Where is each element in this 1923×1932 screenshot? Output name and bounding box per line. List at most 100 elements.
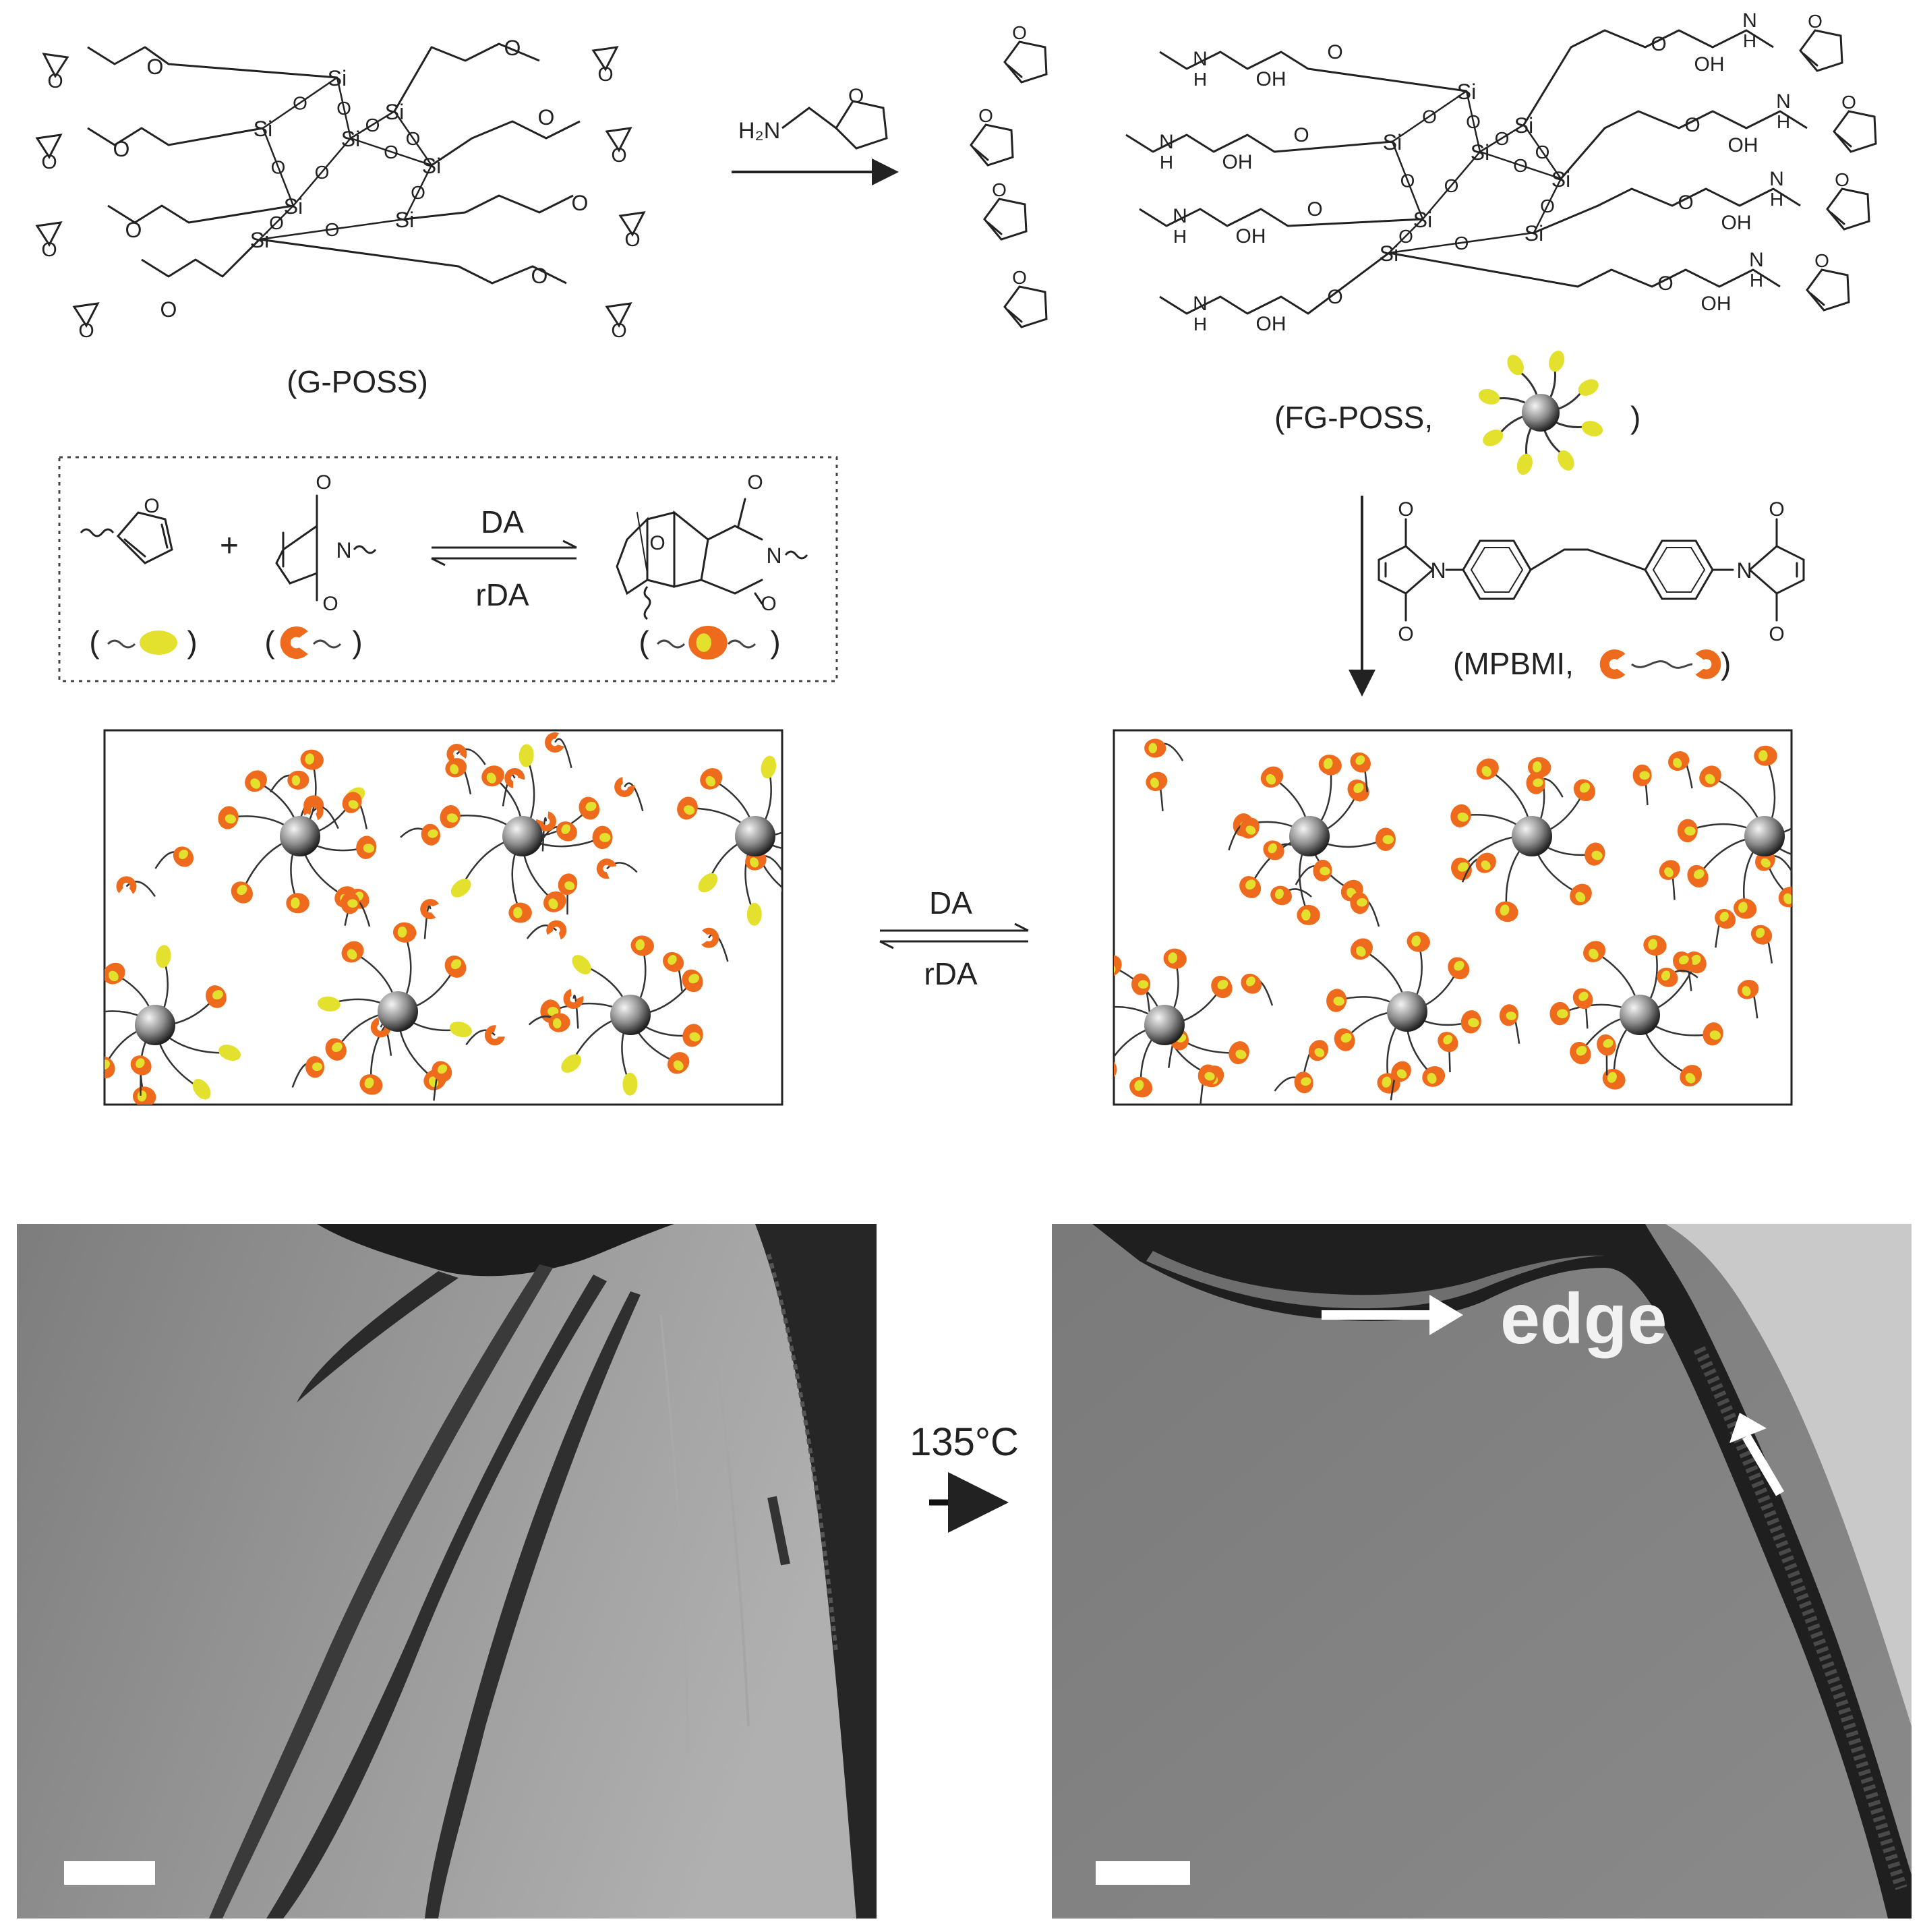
- furan-bead: [156, 945, 171, 968]
- epoxide-ring: O: [605, 127, 632, 167]
- da-adduct: [1673, 951, 1693, 973]
- legend-da-label: DA: [481, 504, 524, 539]
- maleimide-ring: [275, 524, 318, 585]
- furan-bead: [572, 955, 591, 974]
- atom-label: O: [1814, 250, 1829, 271]
- da-adduct: [1318, 755, 1342, 775]
- network-panel-open: [103, 729, 783, 1106]
- da-adduct: [1144, 738, 1166, 758]
- scale-bar-left: [64, 1861, 155, 1885]
- atom-label: O: [78, 320, 94, 342]
- atom-label: O: [1678, 192, 1693, 214]
- mpbmi-label-close: ): [1721, 646, 1731, 681]
- mpbmi-bis-cup-icon: [1599, 649, 1721, 680]
- atom-label: O: [1651, 33, 1666, 55]
- da-adduct: [1260, 766, 1284, 788]
- glycidyl-arm: OO: [431, 105, 632, 167]
- maleimide-cup: [303, 800, 324, 821]
- fg-poss-label-group: (FG-POSS, ): [1274, 350, 1640, 475]
- atom-label: O: [411, 182, 425, 203]
- da-adduct: [1526, 772, 1545, 794]
- furan-bead: [449, 1022, 472, 1038]
- atom-label: N: [1193, 48, 1208, 70]
- da-adduct: [1375, 827, 1396, 851]
- atom-label: N: [1776, 90, 1791, 113]
- da-adduct: [1668, 751, 1690, 771]
- da-adduct: [1347, 779, 1369, 802]
- atom-label: O: [611, 144, 626, 167]
- atom-label: O: [504, 36, 521, 60]
- linker-chain: [541, 817, 548, 852]
- furan-bead: [1558, 450, 1574, 471]
- atom-label: O: [1535, 142, 1550, 163]
- glycidyl-arm: OO: [404, 191, 646, 251]
- poss-core-sphere: [1512, 816, 1552, 856]
- da-adduct: [287, 770, 309, 790]
- atom-label: O: [572, 191, 589, 215]
- linker-chain: [572, 994, 579, 1029]
- fg-poss-label: (FG-POSS,: [1274, 400, 1433, 435]
- micrograph-before-healing: [17, 1224, 877, 1919]
- furan-oxygen: O: [848, 85, 864, 107]
- atom-label: N: [1749, 249, 1764, 271]
- da-adduct: [1570, 883, 1592, 906]
- da-adduct: [630, 935, 654, 956]
- maleimide-cup: [420, 899, 440, 920]
- epoxide-ring: O: [42, 53, 69, 92]
- da-adduct: [1680, 1065, 1703, 1087]
- atom-label: O: [1835, 169, 1850, 190]
- da-adduct: [1549, 1001, 1570, 1026]
- atom-label: H: [1160, 152, 1173, 173]
- poss-core-sphere: [1744, 816, 1785, 856]
- oxanorbornene-ring: [616, 517, 649, 595]
- da-adduct: [1754, 745, 1777, 766]
- atom-label: O: [747, 471, 763, 494]
- da-adduct: [1391, 1061, 1411, 1082]
- temperature-label: 135°C: [910, 1420, 1019, 1464]
- atom-label: H: [1193, 69, 1207, 90]
- da-adduct: [1438, 1032, 1458, 1053]
- da-adduct: [1297, 904, 1320, 925]
- atom-label: O: [992, 179, 1007, 200]
- maleimide-cup: [1599, 649, 1626, 679]
- glycidyl-arm: OO: [35, 204, 294, 261]
- da-adduct: [132, 1086, 156, 1105]
- wavy-bond: [643, 586, 651, 620]
- atom-label: O: [531, 264, 548, 288]
- poss-core-sphere: [502, 816, 543, 856]
- da-adduct: [1815, 844, 1842, 873]
- da-adduct: [592, 825, 613, 850]
- da-adduct: [1750, 925, 1773, 945]
- epoxide-ring: O: [618, 211, 646, 251]
- da-adduct: [1422, 1066, 1446, 1087]
- da-adduct: [677, 796, 698, 820]
- da-adduct: [1308, 1040, 1329, 1061]
- poss-core-sphere: [1387, 991, 1427, 1032]
- da-adduct: [1703, 1022, 1723, 1046]
- epoxide-ring: O: [72, 302, 100, 342]
- da-adduct: [286, 893, 309, 914]
- epoxide-ring: O: [605, 302, 632, 342]
- linker-chain: [465, 1029, 496, 1046]
- da-adduct: [1114, 955, 1122, 977]
- atom-label: O: [1398, 623, 1413, 645]
- legend-parenthesis: ): [770, 624, 780, 660]
- da-adduct: [432, 1061, 452, 1082]
- furan-ring: O: [1003, 22, 1048, 84]
- atom-label: O: [406, 128, 421, 149]
- da-adduct: [1597, 1034, 1616, 1056]
- atom-label: O: [1657, 272, 1673, 295]
- atom-label: N: [1173, 205, 1187, 227]
- furan-bead: [1578, 379, 1599, 396]
- atom-label: Si: [422, 154, 441, 178]
- atom-label: O: [1841, 92, 1856, 113]
- glycidyl-arm: OO: [42, 46, 338, 92]
- maleimide-cup: [446, 744, 467, 763]
- furan-bead: [450, 879, 471, 898]
- da-adduct: [556, 821, 577, 842]
